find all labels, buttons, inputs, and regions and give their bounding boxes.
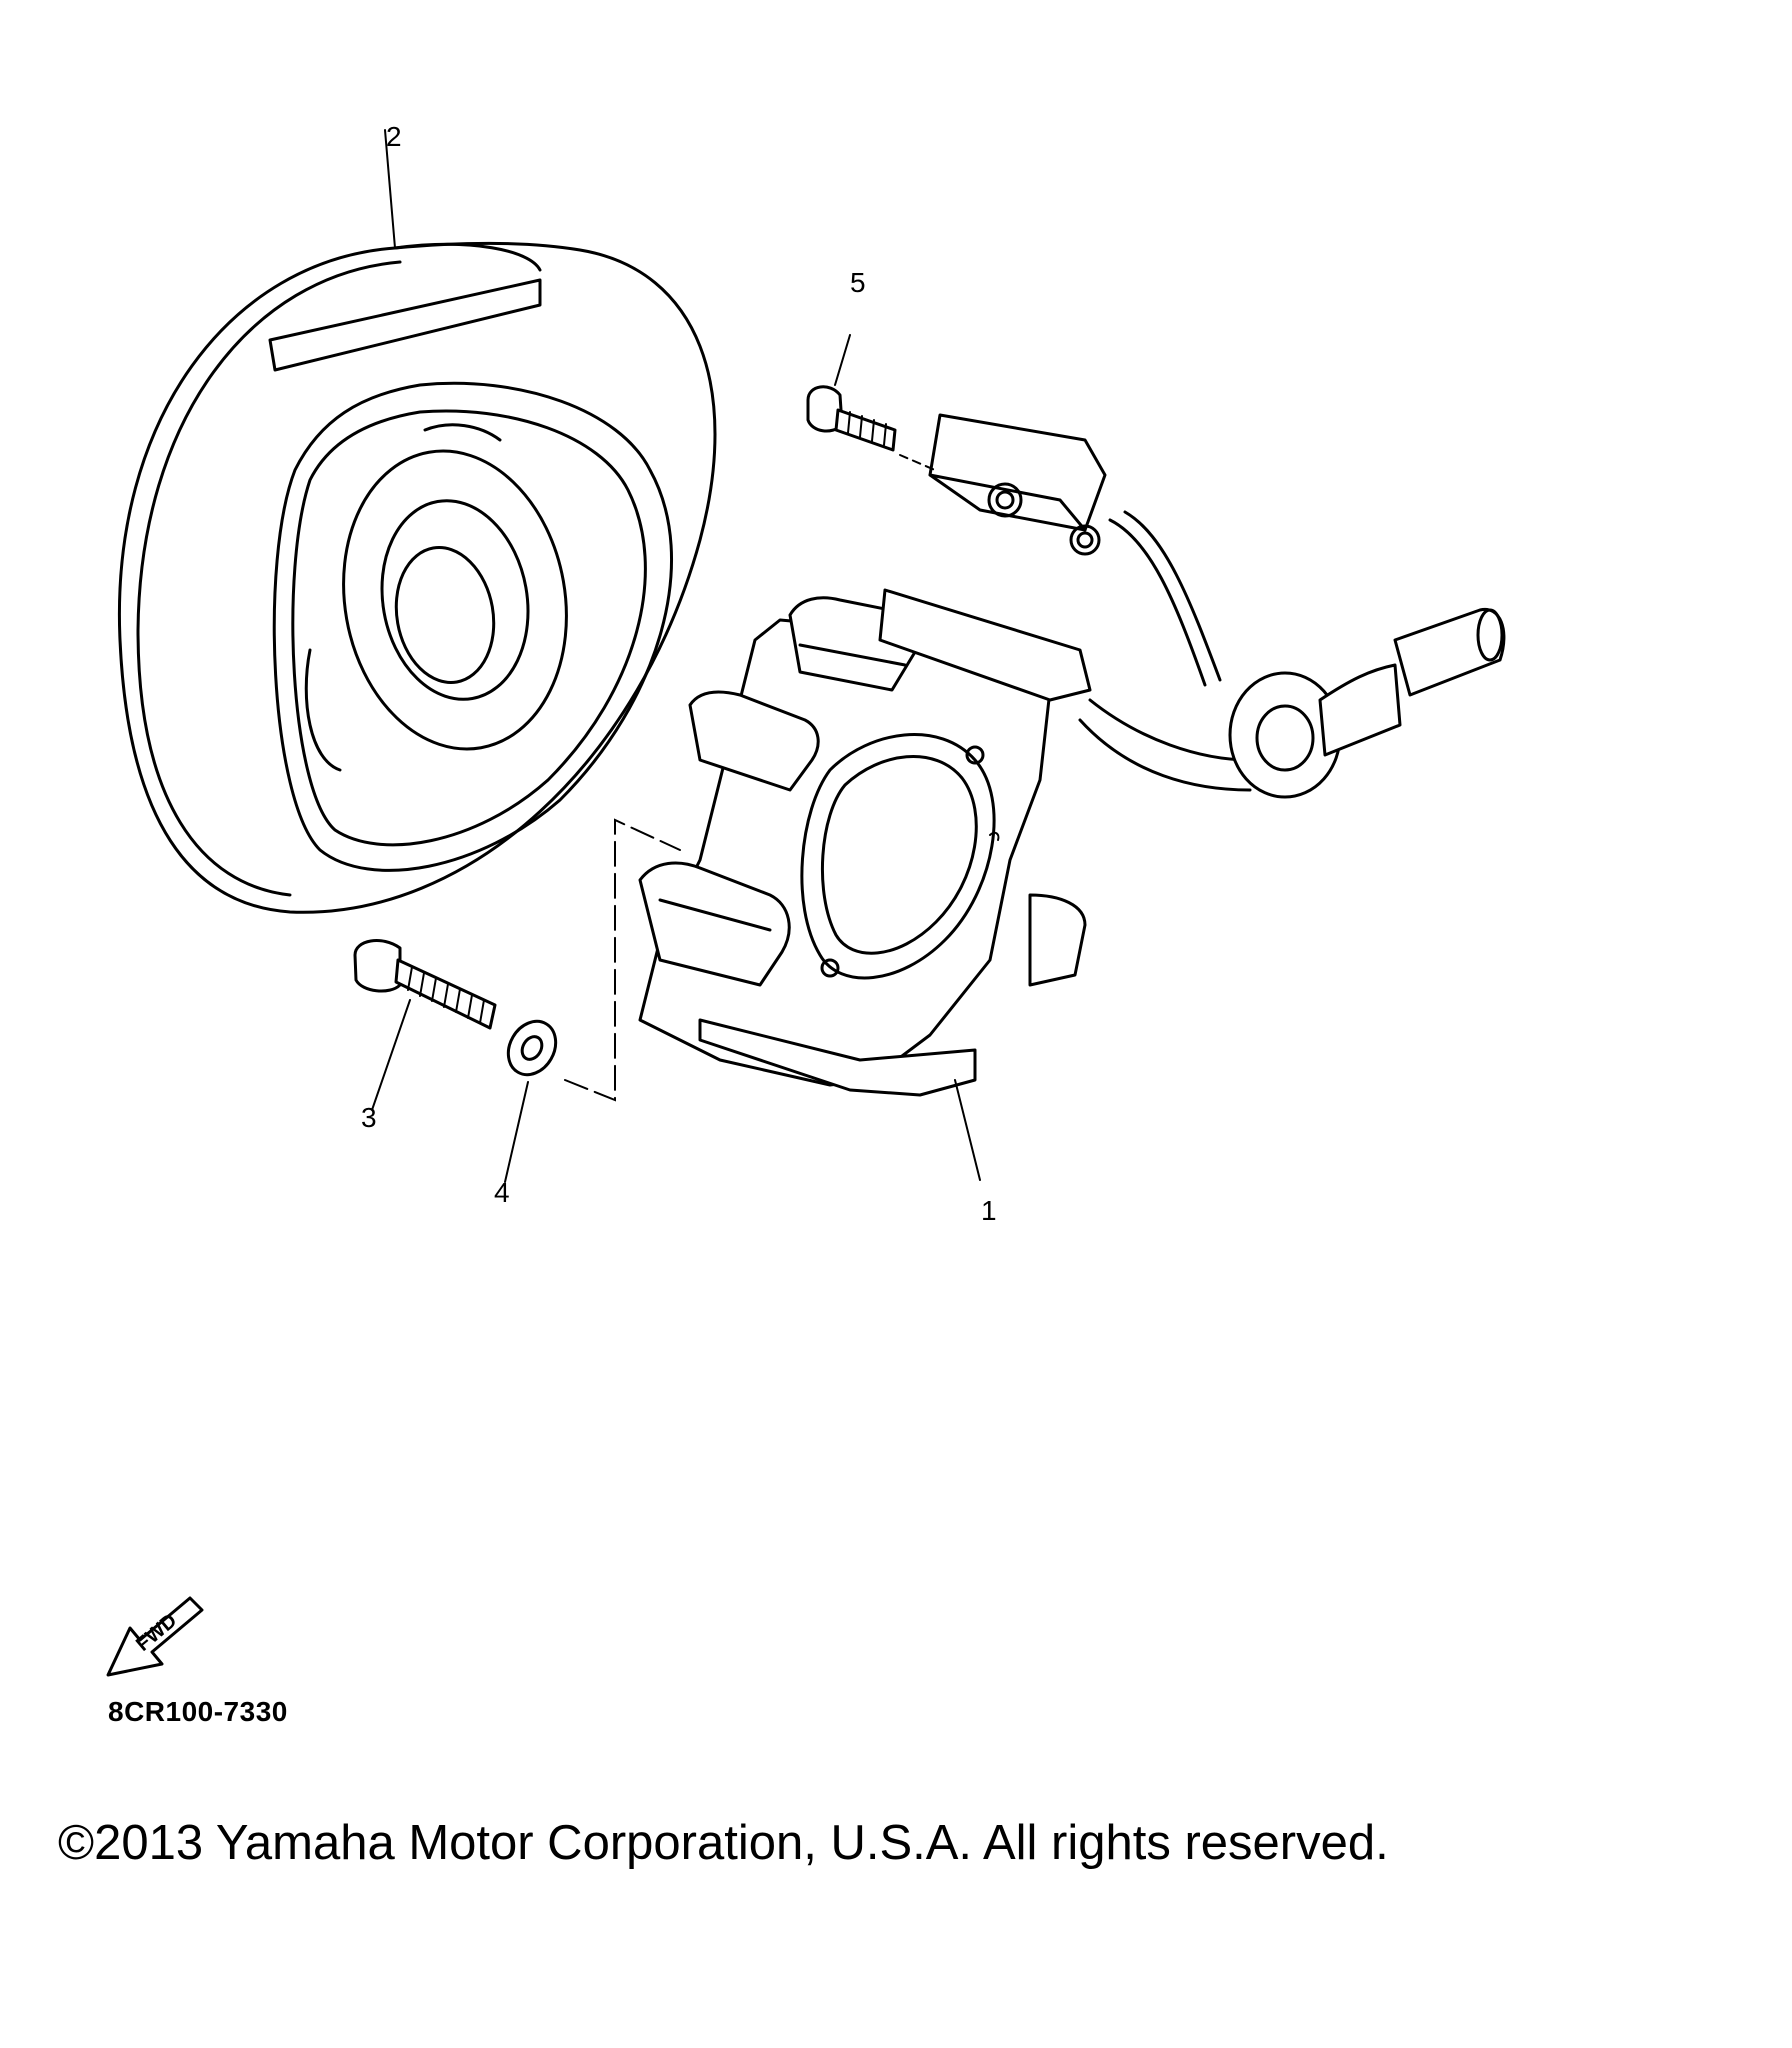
callout-3: 3 — [361, 1102, 377, 1133]
screw-part-5 — [806, 334, 936, 471]
callout-4: 4 — [494, 1177, 510, 1208]
callout-2: 2 — [386, 121, 402, 152]
forward-arrow-icon: FWD — [106, 1596, 204, 1677]
washer-part-4 — [504, 1019, 558, 1183]
stator-assembly — [638, 588, 1092, 1181]
rotor-flywheel — [117, 129, 717, 914]
bolt-part-3 — [353, 939, 497, 1111]
pickup-coil-harness — [928, 413, 1506, 799]
callout-5: 5 — [850, 267, 866, 298]
copyright-notice: ©2013 Yamaha Motor Corporation, U.S.A. A… — [58, 1816, 1389, 1870]
reference-code: 8CR100-7330 — [108, 1696, 288, 1727]
alignment-leader-line — [564, 818, 681, 1102]
callout-1: 1 — [981, 1195, 997, 1226]
